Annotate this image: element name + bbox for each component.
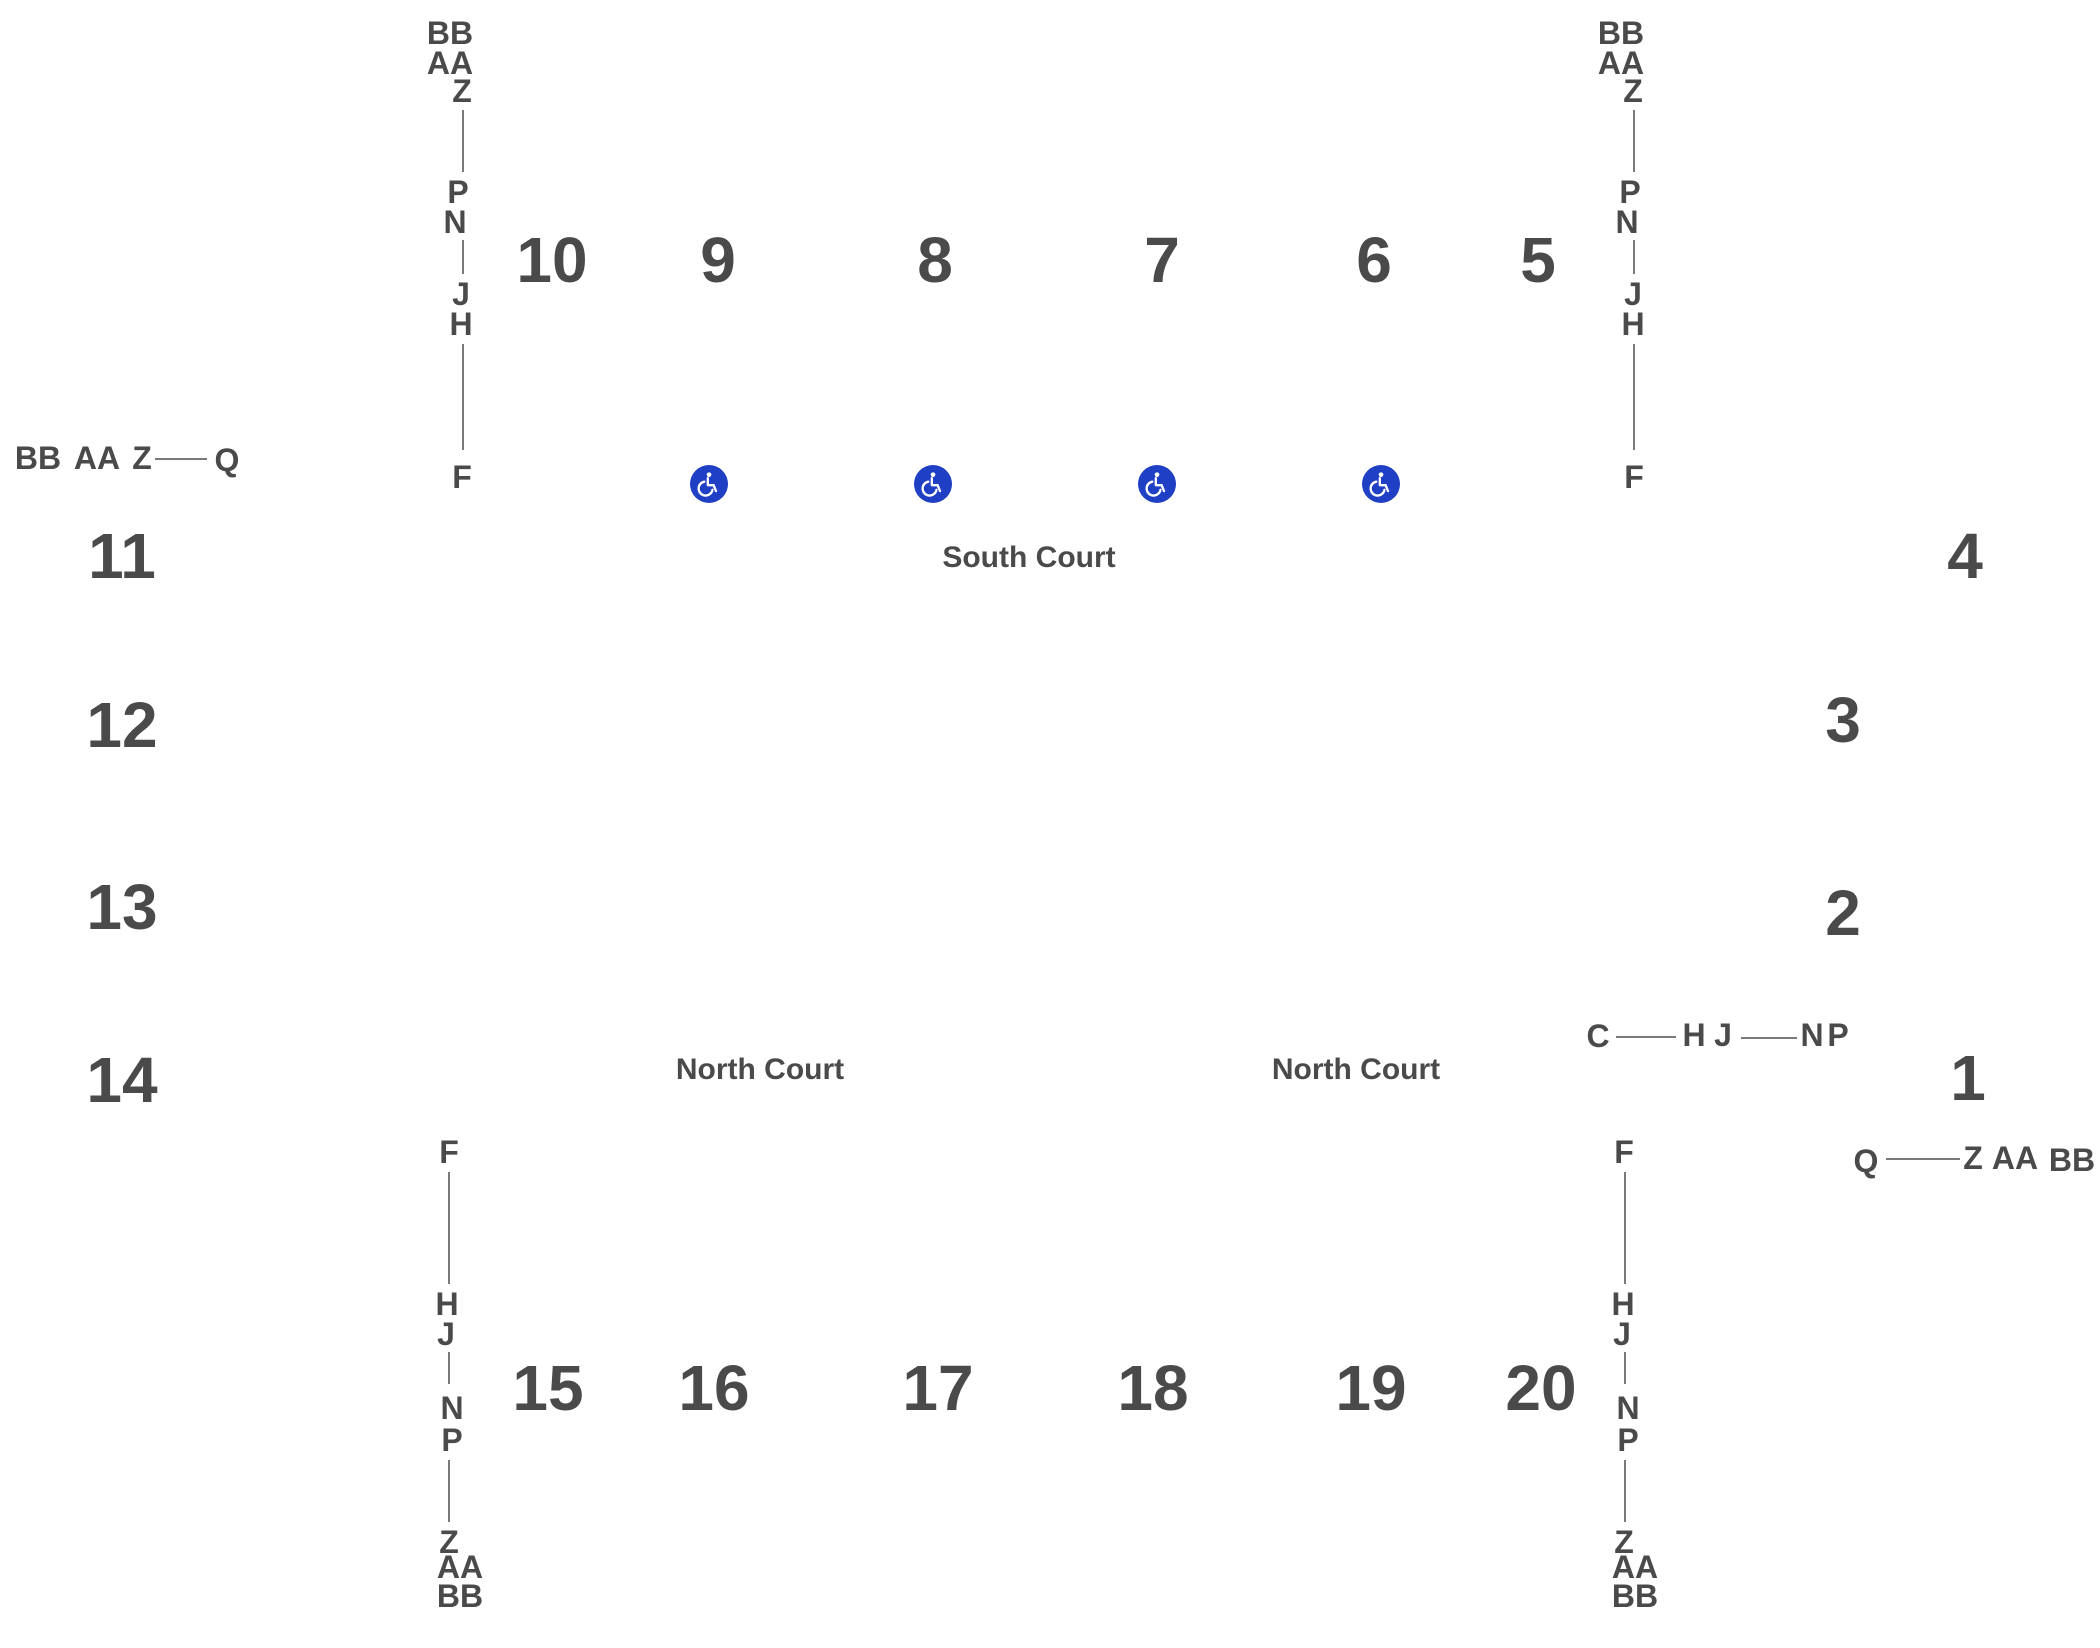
row-marker-sw-h[interactable]: H — [435, 1286, 459, 1322]
row-marker-ne-j[interactable]: J — [1624, 276, 1642, 312]
row-marker-se-j[interactable]: J — [1613, 1316, 1631, 1352]
row-divider — [462, 240, 464, 274]
row-marker-sw-j[interactable]: J — [437, 1316, 455, 1352]
row-marker-nw-j[interactable]: J — [452, 276, 470, 312]
row-marker-east-c[interactable]: C — [1586, 1018, 1610, 1054]
row-marker-west-z[interactable]: Z — [132, 440, 152, 476]
row-marker-se-n[interactable]: N — [1616, 1390, 1640, 1426]
row-marker-ne-bb[interactable]: BB — [1597, 15, 1645, 51]
row-divider — [448, 1172, 450, 1284]
section-6[interactable]: 6 — [1356, 224, 1392, 296]
row-marker-east-bb[interactable]: BB — [2048, 1142, 2096, 1178]
section-10[interactable]: 10 — [516, 224, 588, 296]
row-marker-sw-bb[interactable]: BB — [436, 1578, 484, 1614]
row-marker-nw-f[interactable]: F — [452, 459, 472, 495]
wheelchair-glyph — [1369, 472, 1390, 497]
row-marker-east-n[interactable]: N — [1800, 1017, 1824, 1053]
row-marker-se-h[interactable]: H — [1611, 1286, 1635, 1322]
row-divider — [1624, 1172, 1626, 1284]
row-divider — [1616, 1036, 1676, 1038]
wheelchair-icon[interactable] — [690, 465, 728, 503]
section-19[interactable]: 19 — [1335, 1352, 1407, 1424]
wheelchair-icon[interactable] — [1362, 465, 1400, 503]
section-16[interactable]: 16 — [678, 1352, 750, 1424]
section-12[interactable]: 12 — [86, 689, 158, 761]
wheelchair-icon[interactable] — [1138, 465, 1176, 503]
section-11[interactable]: 11 — [88, 520, 156, 592]
section-9[interactable]: 9 — [700, 224, 736, 296]
row-divider — [1886, 1158, 1960, 1160]
row-marker-ne-z[interactable]: Z — [1623, 73, 1643, 109]
section-5[interactable]: 5 — [1520, 224, 1556, 296]
row-marker-sw-z[interactable]: Z — [439, 1524, 459, 1560]
row-marker-nw-n[interactable]: N — [443, 204, 467, 240]
row-marker-east-p[interactable]: P — [1827, 1017, 1849, 1053]
row-marker-east-j[interactable]: J — [1714, 1017, 1732, 1053]
section-15[interactable]: 15 — [512, 1352, 584, 1424]
row-marker-ne-p[interactable]: P — [1619, 174, 1641, 210]
section-20[interactable]: 20 — [1505, 1352, 1577, 1424]
row-marker-se-p[interactable]: P — [1617, 1422, 1639, 1458]
row-marker-nw-bb[interactable]: BB — [426, 15, 474, 51]
wheelchair-glyph — [921, 472, 942, 497]
row-marker-se-f[interactable]: F — [1614, 1134, 1634, 1170]
section-17[interactable]: 17 — [902, 1352, 974, 1424]
row-divider — [462, 344, 464, 450]
row-marker-nw-z[interactable]: Z — [452, 73, 472, 109]
row-marker-se-z[interactable]: Z — [1614, 1524, 1634, 1560]
section-2[interactable]: 2 — [1825, 877, 1861, 949]
row-marker-ne-f[interactable]: F — [1624, 459, 1644, 495]
row-divider — [1633, 240, 1635, 274]
row-divider — [155, 458, 207, 460]
row-marker-ne-aa[interactable]: AA — [1597, 45, 1645, 81]
row-marker-se-bb[interactable]: BB — [1611, 1578, 1659, 1614]
section-3[interactable]: 3 — [1825, 684, 1861, 756]
row-marker-se-aa[interactable]: AA — [1611, 1549, 1659, 1585]
row-marker-sw-f[interactable]: F — [439, 1134, 459, 1170]
section-8[interactable]: 8 — [917, 224, 953, 296]
section-14[interactable]: 14 — [86, 1044, 158, 1116]
section-1[interactable]: 1 — [1950, 1042, 1986, 1114]
row-marker-west-q[interactable]: Q — [214, 442, 240, 478]
row-marker-sw-n[interactable]: N — [440, 1390, 464, 1426]
north-court-label-right: North Court — [1271, 1053, 1441, 1086]
row-marker-east-aa[interactable]: AA — [1991, 1140, 2039, 1176]
row-divider — [1624, 1352, 1626, 1384]
wheelchair-icon[interactable] — [914, 465, 952, 503]
wheelchair-glyph — [1145, 472, 1166, 497]
row-marker-west-bb[interactable]: BB — [14, 440, 62, 476]
row-divider — [1624, 1460, 1626, 1522]
row-marker-east-z[interactable]: Z — [1963, 1140, 1983, 1176]
row-marker-nw-h[interactable]: H — [449, 306, 473, 342]
row-divider — [448, 1352, 450, 1384]
row-divider — [1633, 344, 1635, 450]
row-divider — [1741, 1037, 1797, 1039]
wheelchair-glyph — [697, 472, 718, 497]
row-marker-ne-n[interactable]: N — [1615, 204, 1639, 240]
section-7[interactable]: 7 — [1144, 224, 1180, 296]
row-marker-nw-p[interactable]: P — [447, 174, 469, 210]
south-court-label: South Court — [942, 541, 1116, 574]
row-marker-sw-p[interactable]: P — [441, 1422, 463, 1458]
row-marker-ne-h[interactable]: H — [1621, 306, 1645, 342]
section-4[interactable]: 4 — [1947, 520, 1983, 592]
row-marker-east-h[interactable]: H — [1682, 1017, 1706, 1053]
row-marker-nw-aa[interactable]: AA — [426, 45, 474, 81]
row-marker-west-aa[interactable]: AA — [73, 440, 121, 476]
north-court-label-left: North Court — [675, 1053, 845, 1086]
row-marker-sw-aa[interactable]: AA — [436, 1549, 484, 1585]
row-divider — [462, 110, 464, 172]
row-marker-east-q[interactable]: Q — [1853, 1143, 1879, 1179]
row-divider — [1633, 110, 1635, 172]
section-18[interactable]: 18 — [1117, 1352, 1189, 1424]
row-divider — [448, 1460, 450, 1522]
section-13[interactable]: 13 — [86, 871, 158, 943]
